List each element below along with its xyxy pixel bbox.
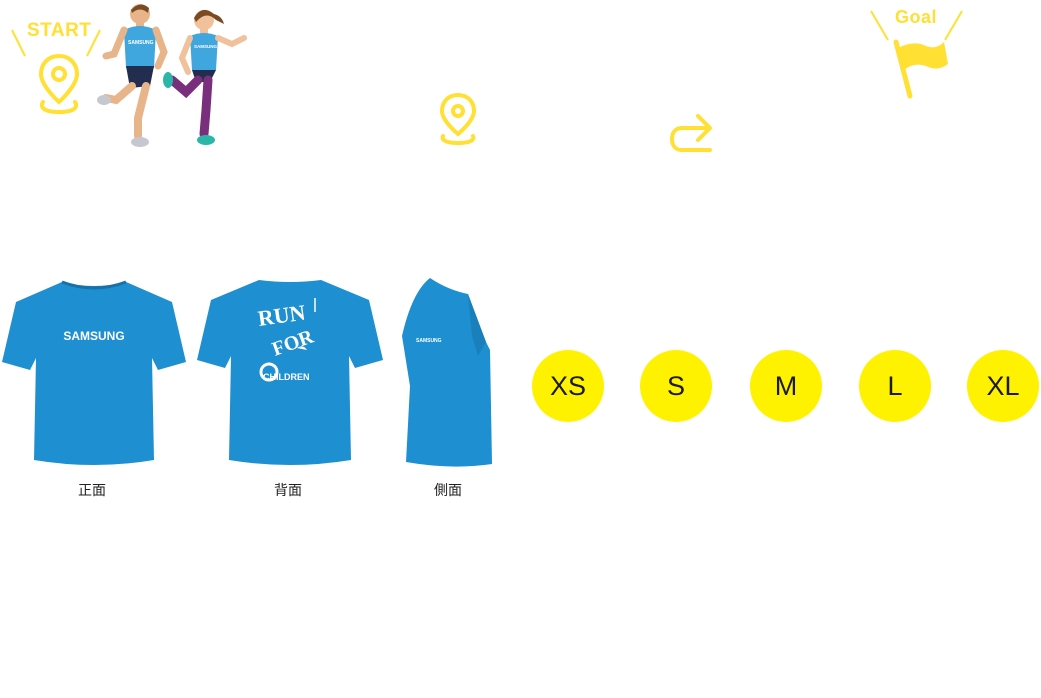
side-caption: 側面 — [434, 483, 462, 499]
male-runner-shirt-text: SAMSUNG — [128, 40, 154, 46]
front-caption: 正面 — [78, 483, 106, 499]
size-button-xs[interactable]: XS — [532, 350, 604, 422]
size-button-l[interactable]: L — [859, 350, 931, 422]
start-label: START — [27, 20, 92, 41]
size-button-m[interactable]: M — [750, 350, 822, 422]
tshirt-side-image: SAMSUNG — [402, 278, 492, 467]
back-print-line3: CHILDREN — [263, 372, 310, 382]
female-runner: SAMSUNG — [163, 9, 247, 145]
start-rays-icon — [11, 29, 101, 57]
female-runner-shirt-text: SAMSUNG — [194, 44, 218, 49]
start-marker — [8, 18, 108, 118]
side-logo-text: SAMSUNG — [416, 338, 442, 344]
goal-rays-icon — [870, 10, 963, 41]
size-button-xl[interactable]: XL — [967, 350, 1039, 422]
male-runner: SAMSUNG — [97, 4, 168, 147]
tshirt-front-image: SAMSUNG — [2, 280, 186, 465]
runners-illustration: SAMSUNG SAMSUNG — [97, 4, 247, 147]
back-caption: 背面 — [274, 483, 302, 499]
front-logo-text: SAMSUNG — [63, 329, 124, 343]
size-button-s[interactable]: S — [640, 350, 712, 422]
start-location-pin-icon — [38, 53, 80, 115]
goal-flag-icon — [893, 39, 948, 99]
goal-label: Goal — [895, 7, 938, 27]
u-turn-arrow-icon — [669, 114, 712, 152]
location-pin-icon — [439, 92, 477, 146]
tshirt-back-image: RUN FOR CHILDREN — [197, 280, 383, 465]
